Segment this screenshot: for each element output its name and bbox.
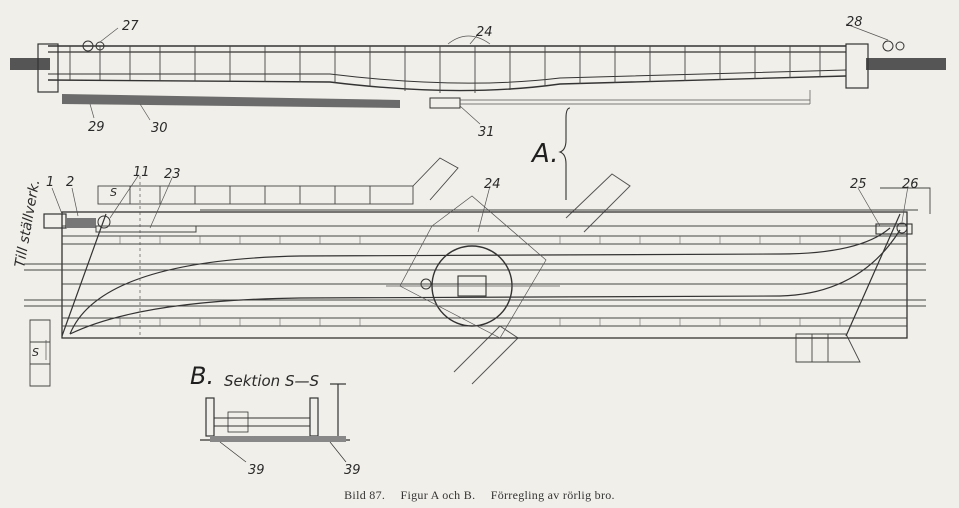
- caption-bild: Bild 87.: [344, 488, 386, 502]
- label-1: 1: [46, 175, 54, 190]
- label-27: 27: [122, 19, 139, 34]
- label-39-left: 39: [248, 463, 265, 478]
- caption-figurer: Figur A och B.: [400, 488, 476, 502]
- label-26: 26: [902, 177, 919, 192]
- right-masonry: [795, 187, 931, 363]
- label-30: 30: [151, 121, 168, 136]
- label-29: 29: [88, 120, 105, 135]
- bridge-deck-outline: [61, 211, 908, 339]
- label-24-plan: 24: [484, 177, 501, 192]
- figure-a-label: A.: [530, 139, 559, 169]
- foundation-hatch: [62, 94, 400, 108]
- right-abutment: [866, 58, 946, 70]
- plan-view: [24, 157, 931, 387]
- label-11: 11: [133, 165, 150, 180]
- label-39-right: 39: [344, 463, 361, 478]
- truss-verticals: [69, 46, 821, 93]
- section-view: [200, 383, 350, 463]
- left-abutment: [10, 58, 50, 70]
- left-masonry: [29, 157, 459, 387]
- section-title: Sektion S—S: [224, 372, 319, 390]
- figure-caption: Bild 87. Figur A och B. Förregling av rö…: [0, 488, 959, 503]
- label-2: 2: [66, 175, 74, 190]
- label-31: 31: [478, 125, 495, 140]
- label-24-top: 24: [476, 25, 493, 40]
- svg-text:Till ställverk.: Till ställverk.: [12, 178, 43, 268]
- label-23: 23: [164, 167, 181, 182]
- elevation-view: [10, 23, 946, 125]
- label-28: 28: [846, 15, 863, 30]
- label-s-bottom: S: [32, 346, 39, 359]
- stallverk-label: Till ställverk.: [12, 178, 43, 268]
- label-25: 25: [850, 177, 867, 192]
- figure-b-label: B.: [190, 362, 214, 390]
- figure-a-brace: [558, 107, 571, 200]
- label-s-top: S: [110, 186, 117, 199]
- caption-title: Förregling av rörlig bro.: [490, 488, 615, 502]
